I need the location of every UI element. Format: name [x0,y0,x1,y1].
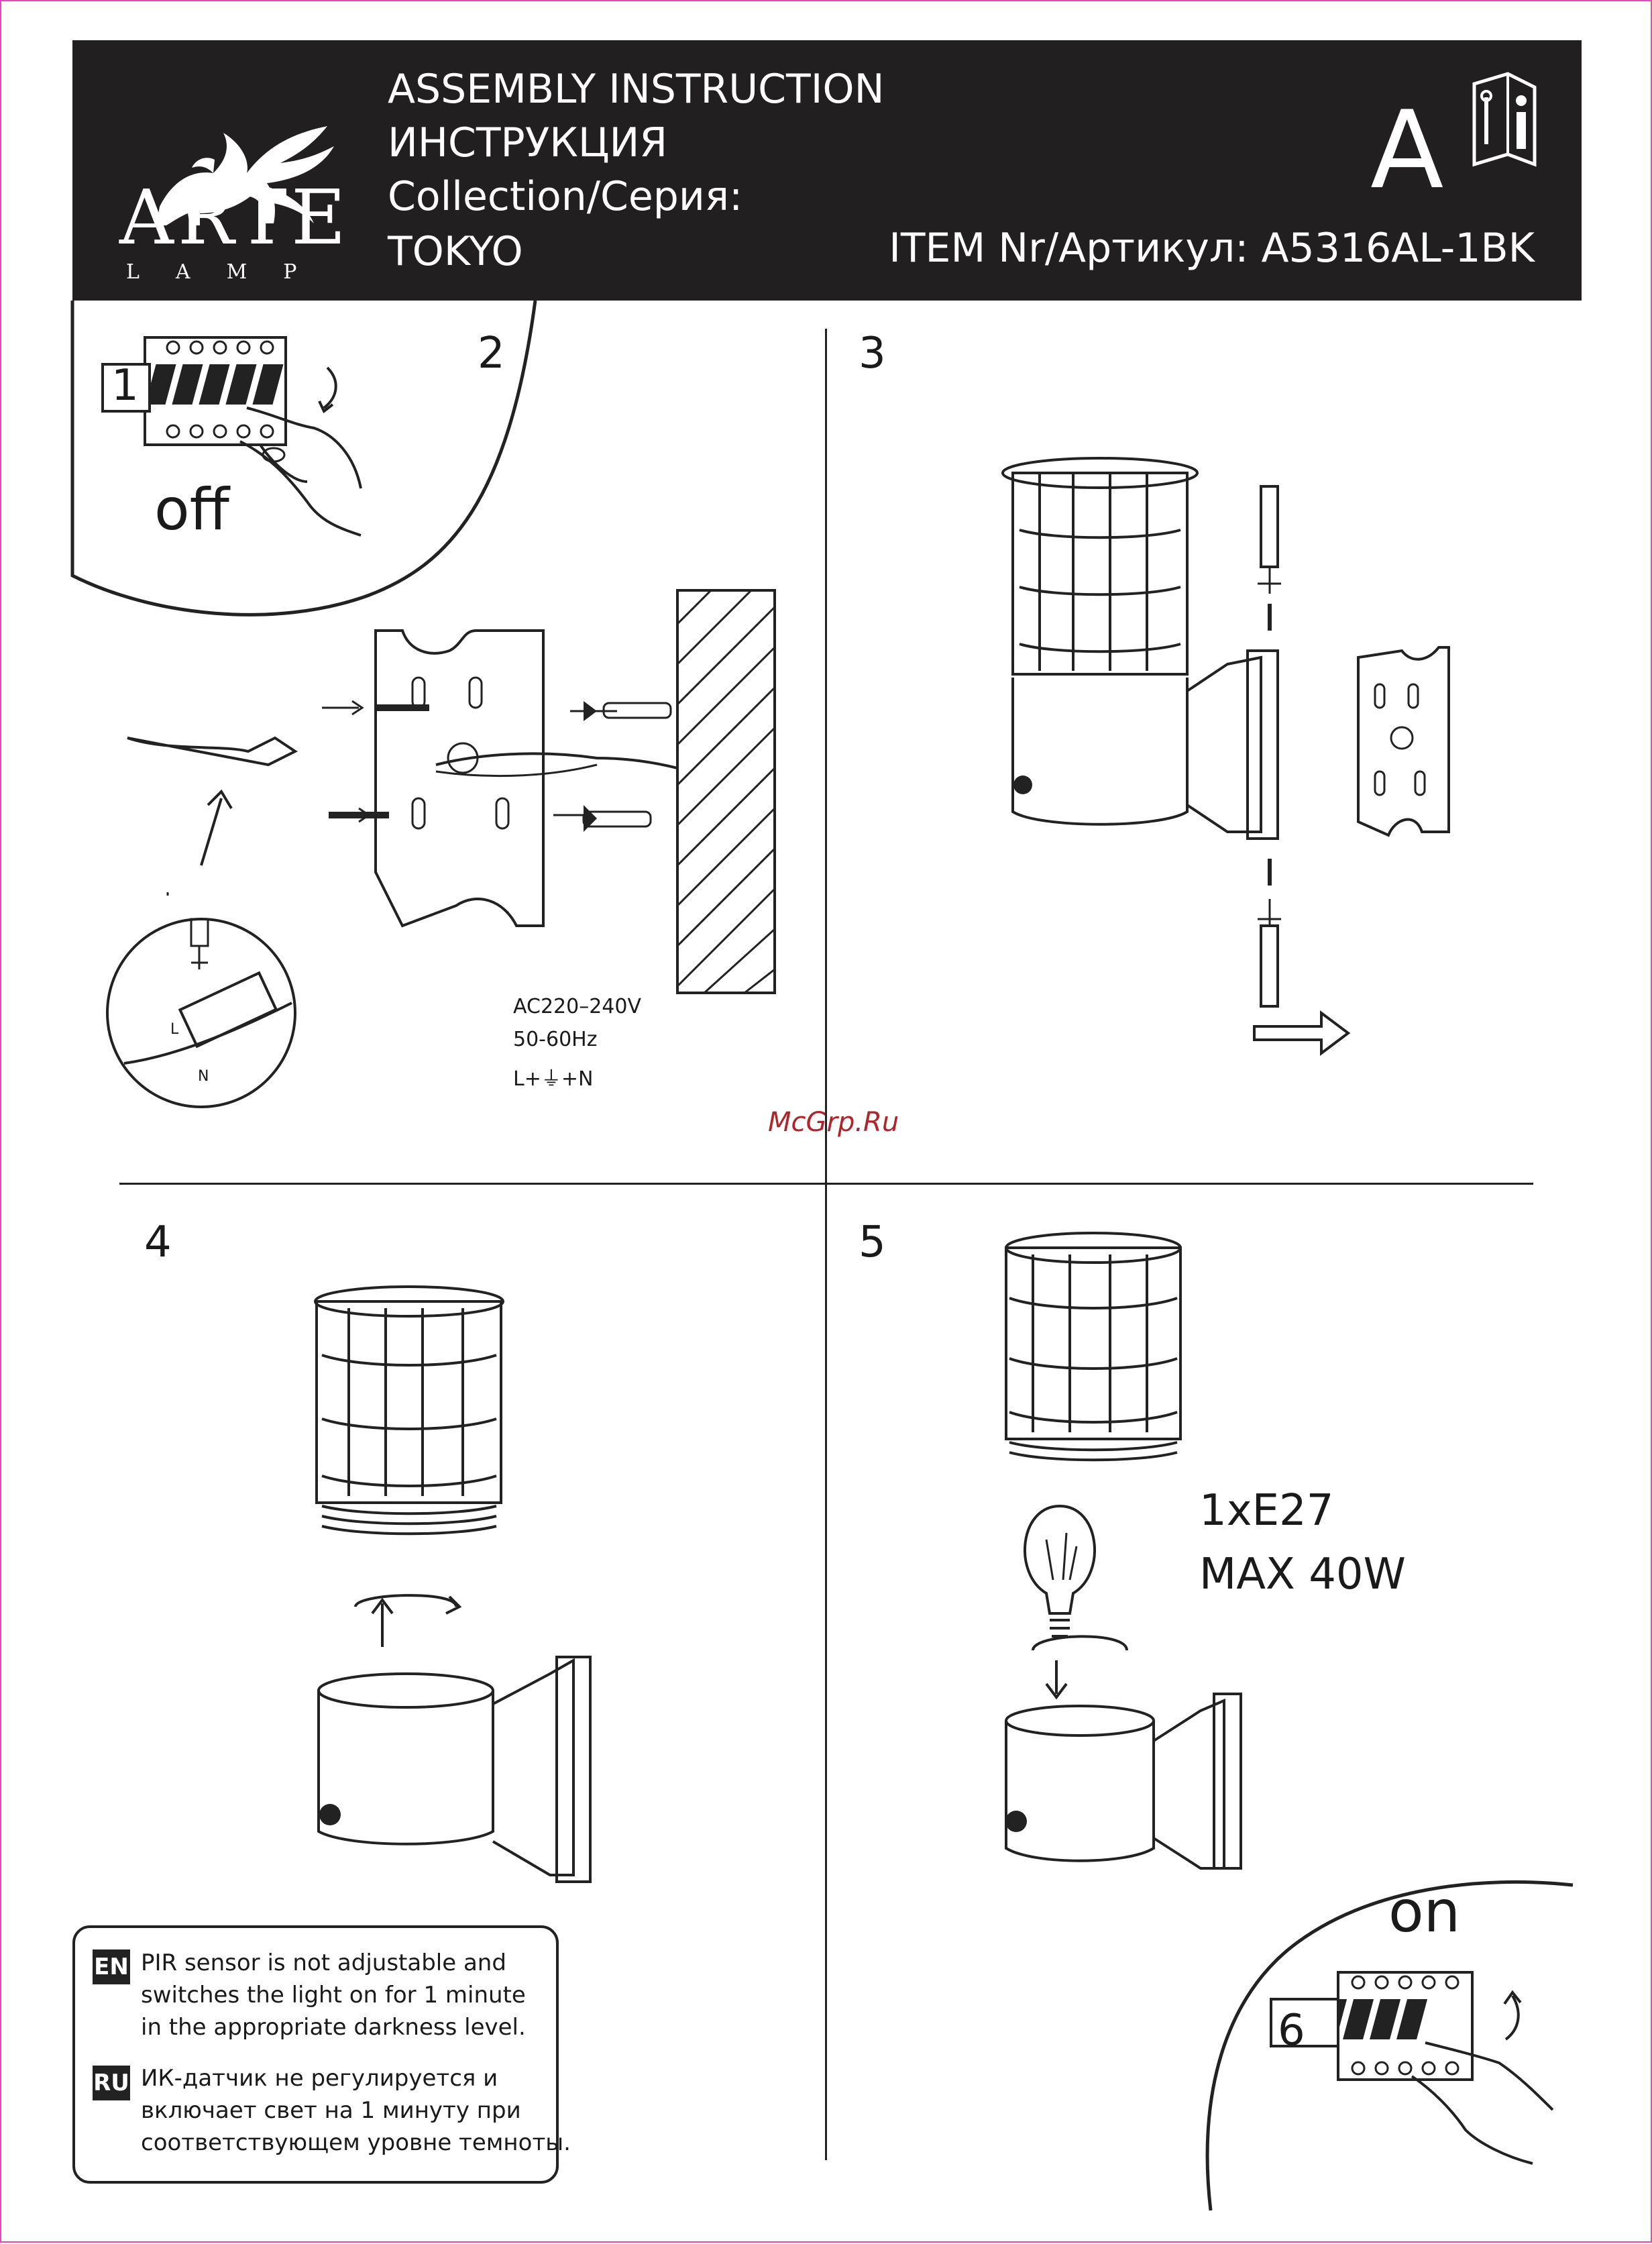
title-line-1: ASSEMBLY INSTRUCTION [388,66,885,113]
step-1-number: 1 [111,361,139,411]
variant-letter: A [1370,87,1444,213]
terminal-zoom-circle [106,918,296,1108]
step-4-number: 4 [144,1218,172,1267]
step6-on-circle [1205,1880,1574,2211]
en-line-3: in the appropriate darkness level. [141,2014,526,2041]
terminal-L-label: L [170,1021,179,1038]
step-2-number: 2 [478,329,505,378]
ru-line-1: ИК-датчик не регулируется и [141,2065,498,2092]
step1-off-circle [70,300,537,617]
pir-sensor-note: EN PIR sensor is not adjustable and swit… [72,1925,571,2184]
collection-name: TOKYO [388,228,523,275]
watermark: McGrp.Ru [768,1107,899,1138]
on-label: on [1388,1878,1461,1945]
step-6-number: 6 [1278,2006,1305,2055]
frequency-label: 50-60Hz [513,1028,598,1051]
step5-bulb-install-diagram [1005,1232,1242,1870]
step2-wall-mount-diagram [127,589,776,994]
brand-name: ARTE [119,174,350,262]
bulb-type-label: 1xE27 [1199,1486,1334,1536]
en-line-2: switches the light on for 1 minute [141,1982,526,2009]
griffin-logo-icon [156,126,334,225]
item-number: ITEM Nr/Артикул: A5316AL-1BK [889,225,1535,272]
en-tag: EN [93,1949,130,1984]
off-label: off [154,476,229,543]
title-line-2: ИНСТРУКЦИЯ [388,119,668,166]
manual-info-icon [1472,72,1537,167]
terminal-N-label: N [198,1068,209,1085]
header-bar: ARTE LAMP ASSEMBLY INSTRUCTION ИНСТРУКЦИ… [72,40,1582,301]
bulb-power-label: MAX 40W [1199,1550,1406,1599]
ru-tag: RU [93,2066,130,2100]
step-3-number: 3 [859,329,886,378]
ru-line-2: включает свет на 1 минуту при [141,2097,521,2124]
ru-line-3: соответствующем уровне темноты. [141,2129,571,2156]
step-5-number: 5 [859,1218,886,1267]
step4-shade-attach-diagram [314,1285,592,1883]
wiring-label: L+⏚+N [513,1067,594,1091]
step3-fixture-mount-diagram [1001,457,1450,1056]
voltage-label: AC220–240V [513,995,641,1018]
title-line-3: Collection/Серия: [388,173,743,220]
en-line-1: PIR sensor is not adjustable and [141,1949,506,1976]
divider-vertical-bottom [825,1184,827,2160]
divider-horizontal [119,1183,1533,1185]
brand-sub: LAMP [126,260,333,284]
divider-vertical-top [825,329,827,1184]
